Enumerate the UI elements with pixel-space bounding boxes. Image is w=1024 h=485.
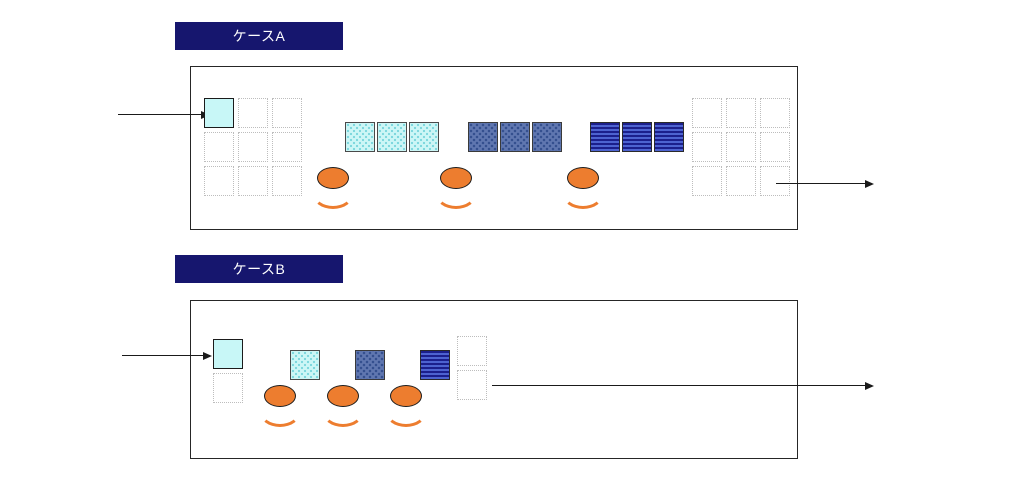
worker-icon: [385, 385, 427, 427]
worker-arc: [312, 177, 354, 209]
case-a-label-banner: ケースA: [175, 22, 343, 50]
worker-icon: [322, 385, 364, 427]
worker-head: [567, 167, 599, 189]
case-a-input-arrow: [118, 110, 210, 119]
tile-empty: [204, 166, 234, 196]
worker-arc: [435, 177, 477, 209]
case-a-label-text: ケースA: [232, 28, 286, 44]
tile-dot-cyan: [409, 122, 439, 152]
tile-dot-blue: [355, 350, 385, 380]
tile-dot-cyan: [377, 122, 407, 152]
worker-head: [264, 385, 296, 407]
worker-icon: [312, 167, 354, 209]
worker-arc: [322, 395, 364, 427]
tile-empty: [726, 132, 756, 162]
tile-dot-blue: [500, 122, 530, 152]
case-b-input-arrow: [122, 351, 212, 360]
tile-empty: [692, 166, 722, 196]
tile-dot-cyan: [290, 350, 320, 380]
case-b-frame: [190, 300, 798, 459]
tile-dot-blue: [532, 122, 562, 152]
tile-dot-cyan: [345, 122, 375, 152]
tile-stripe-navy: [420, 350, 450, 380]
tile-empty: [726, 98, 756, 128]
case-b-output-arrow: [492, 381, 874, 390]
worker-arc: [562, 177, 604, 209]
tile-stripe-navy: [590, 122, 620, 152]
tile-empty: [272, 98, 302, 128]
tile-solid-cyan: [213, 339, 243, 369]
tile-empty: [692, 98, 722, 128]
tile-stripe-navy: [654, 122, 684, 152]
tile-empty: [213, 373, 243, 403]
case-a-output-arrow: [776, 179, 874, 188]
tile-empty: [726, 166, 756, 196]
tile-dot-blue: [468, 122, 498, 152]
tile-empty: [272, 166, 302, 196]
worker-icon: [562, 167, 604, 209]
tile-empty: [692, 132, 722, 162]
tile-empty: [760, 98, 790, 128]
tile-empty: [457, 370, 487, 400]
case-b-label-text: ケースB: [232, 261, 286, 277]
tile-empty: [238, 98, 268, 128]
tile-empty: [238, 166, 268, 196]
worker-head: [440, 167, 472, 189]
tile-empty: [204, 132, 234, 162]
worker-arc: [259, 395, 301, 427]
tile-empty: [760, 132, 790, 162]
worker-icon: [259, 385, 301, 427]
tile-solid-cyan: [204, 98, 234, 128]
worker-head: [390, 385, 422, 407]
tile-empty: [238, 132, 268, 162]
tile-empty: [457, 336, 487, 366]
worker-head: [317, 167, 349, 189]
worker-arc: [385, 395, 427, 427]
worker-icon: [435, 167, 477, 209]
tile-stripe-navy: [622, 122, 652, 152]
case-b-label-banner: ケースB: [175, 255, 343, 283]
tile-empty: [760, 166, 790, 196]
worker-head: [327, 385, 359, 407]
tile-empty: [272, 132, 302, 162]
